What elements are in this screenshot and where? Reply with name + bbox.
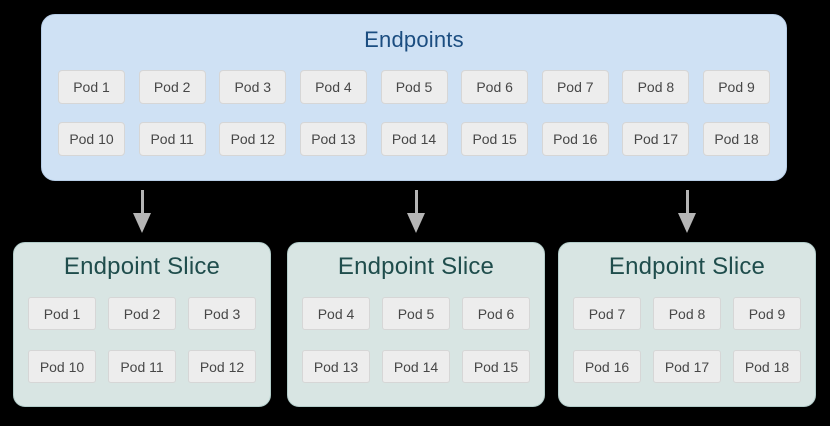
pod-row: Pod 1 Pod 2 Pod 3 Pod 4 Pod 5 Pod 6 Pod 7 Pod 8… — [42, 70, 786, 104]
arrow-head — [678, 213, 696, 233]
arrow-stem — [140, 190, 144, 213]
pod-row: Pod 16 Pod 17 Pod 18 — [559, 350, 815, 383]
down-arrow-icon — [407, 190, 425, 233]
pod-box: Pod 17 — [622, 122, 690, 156]
arrow-head — [133, 213, 151, 233]
pod-row: Pod 10 Pod 11 Pod 12 — [14, 350, 270, 383]
pod-box: Pod 18 — [733, 350, 801, 383]
pod-row: Pod 10 Pod 11 Pod 12 Pod 13 Pod 14 Pod 15 Pod … — [42, 122, 786, 156]
pod-row: Pod 1 Pod 2 Pod 3 — [14, 297, 270, 330]
pod-box: Pod 7 — [573, 297, 641, 330]
slice-pod-grid: Pod 1 Pod 2 Pod 3 Pod 10 Pod 11 Pod 12 — [14, 297, 270, 383]
pod-box: Pod 3 — [188, 297, 256, 330]
pod-box: Pod 15 — [462, 350, 530, 383]
pod-box: Pod 9 — [703, 70, 770, 104]
pod-box: Pod 13 — [299, 122, 367, 156]
endpoints-pod-grid: Pod 1 Pod 2 Pod 3 Pod 4 Pod 5 Pod 6 Pod 7 Pod 8… — [42, 70, 786, 156]
pod-box: Pod 2 — [108, 297, 176, 330]
pod-box: Pod 12 — [188, 350, 256, 383]
pod-box: Pod 6 — [461, 70, 529, 104]
pod-box: Pod 8 — [653, 297, 721, 330]
pod-row: Pod 4 Pod 5 Pod 6 — [288, 297, 544, 330]
pod-box: Pod 10 — [58, 122, 125, 156]
down-arrow-icon — [133, 190, 151, 233]
pod-box: Pod 12 — [219, 122, 287, 156]
arrow-stem — [685, 190, 689, 213]
pod-box: Pod 17 — [653, 350, 721, 383]
endpoints-box: Endpoints Pod 1 Pod 2 Pod 3 Pod 4 Pod 5 Pod 6… — [41, 14, 787, 181]
slice-pod-grid: Pod 7 Pod 8 Pod 9 Pod 16 Pod 17 Pod 18 — [559, 297, 815, 383]
endpoints-title: Endpoints — [364, 27, 464, 52]
pod-box: Pod 5 — [382, 297, 450, 330]
pod-box: Pod 13 — [302, 350, 370, 383]
pod-box: Pod 16 — [573, 350, 641, 383]
pod-box: Pod 11 — [108, 350, 176, 383]
endpoint-slice-title: Endpoint Slice — [608, 253, 766, 280]
pod-box: Pod 15 — [461, 122, 529, 156]
pod-box: Pod 16 — [541, 122, 609, 156]
pod-box: Pod 11 — [138, 122, 206, 156]
endpoint-slice-title: Endpoint Slice — [337, 253, 495, 280]
slice-pod-grid: Pod 4 Pod 5 Pod 6 Pod 13 Pod 14 Pod 15 — [288, 297, 544, 383]
pod-box: Pod 10 — [28, 350, 96, 383]
endpoint-slice-title: Endpoint Slice — [63, 253, 221, 280]
pod-box: Pod 9 — [733, 297, 801, 330]
pod-box: Pod 4 — [299, 70, 367, 104]
down-arrow-icon — [678, 190, 696, 233]
pod-box: Pod 1 — [28, 297, 96, 330]
pod-box: Pod 2 — [138, 70, 206, 104]
pod-box: Pod 14 — [382, 350, 450, 383]
pod-box: Pod 4 — [302, 297, 370, 330]
pod-box: Pod 5 — [380, 70, 448, 104]
pod-box: Pod 6 — [462, 297, 530, 330]
arrow-stem — [414, 190, 418, 213]
pod-box: Pod 18 — [703, 122, 770, 156]
pod-box: Pod 14 — [380, 122, 448, 156]
pod-row: Pod 13 Pod 14 Pod 15 — [288, 350, 544, 383]
pod-box: Pod 3 — [219, 70, 287, 104]
pod-box: Pod 1 — [58, 70, 125, 104]
pod-box: Pod 7 — [541, 70, 609, 104]
pod-row: Pod 7 Pod 8 Pod 9 — [559, 297, 815, 330]
arrow-head — [407, 213, 425, 233]
pod-box: Pod 8 — [622, 70, 690, 104]
